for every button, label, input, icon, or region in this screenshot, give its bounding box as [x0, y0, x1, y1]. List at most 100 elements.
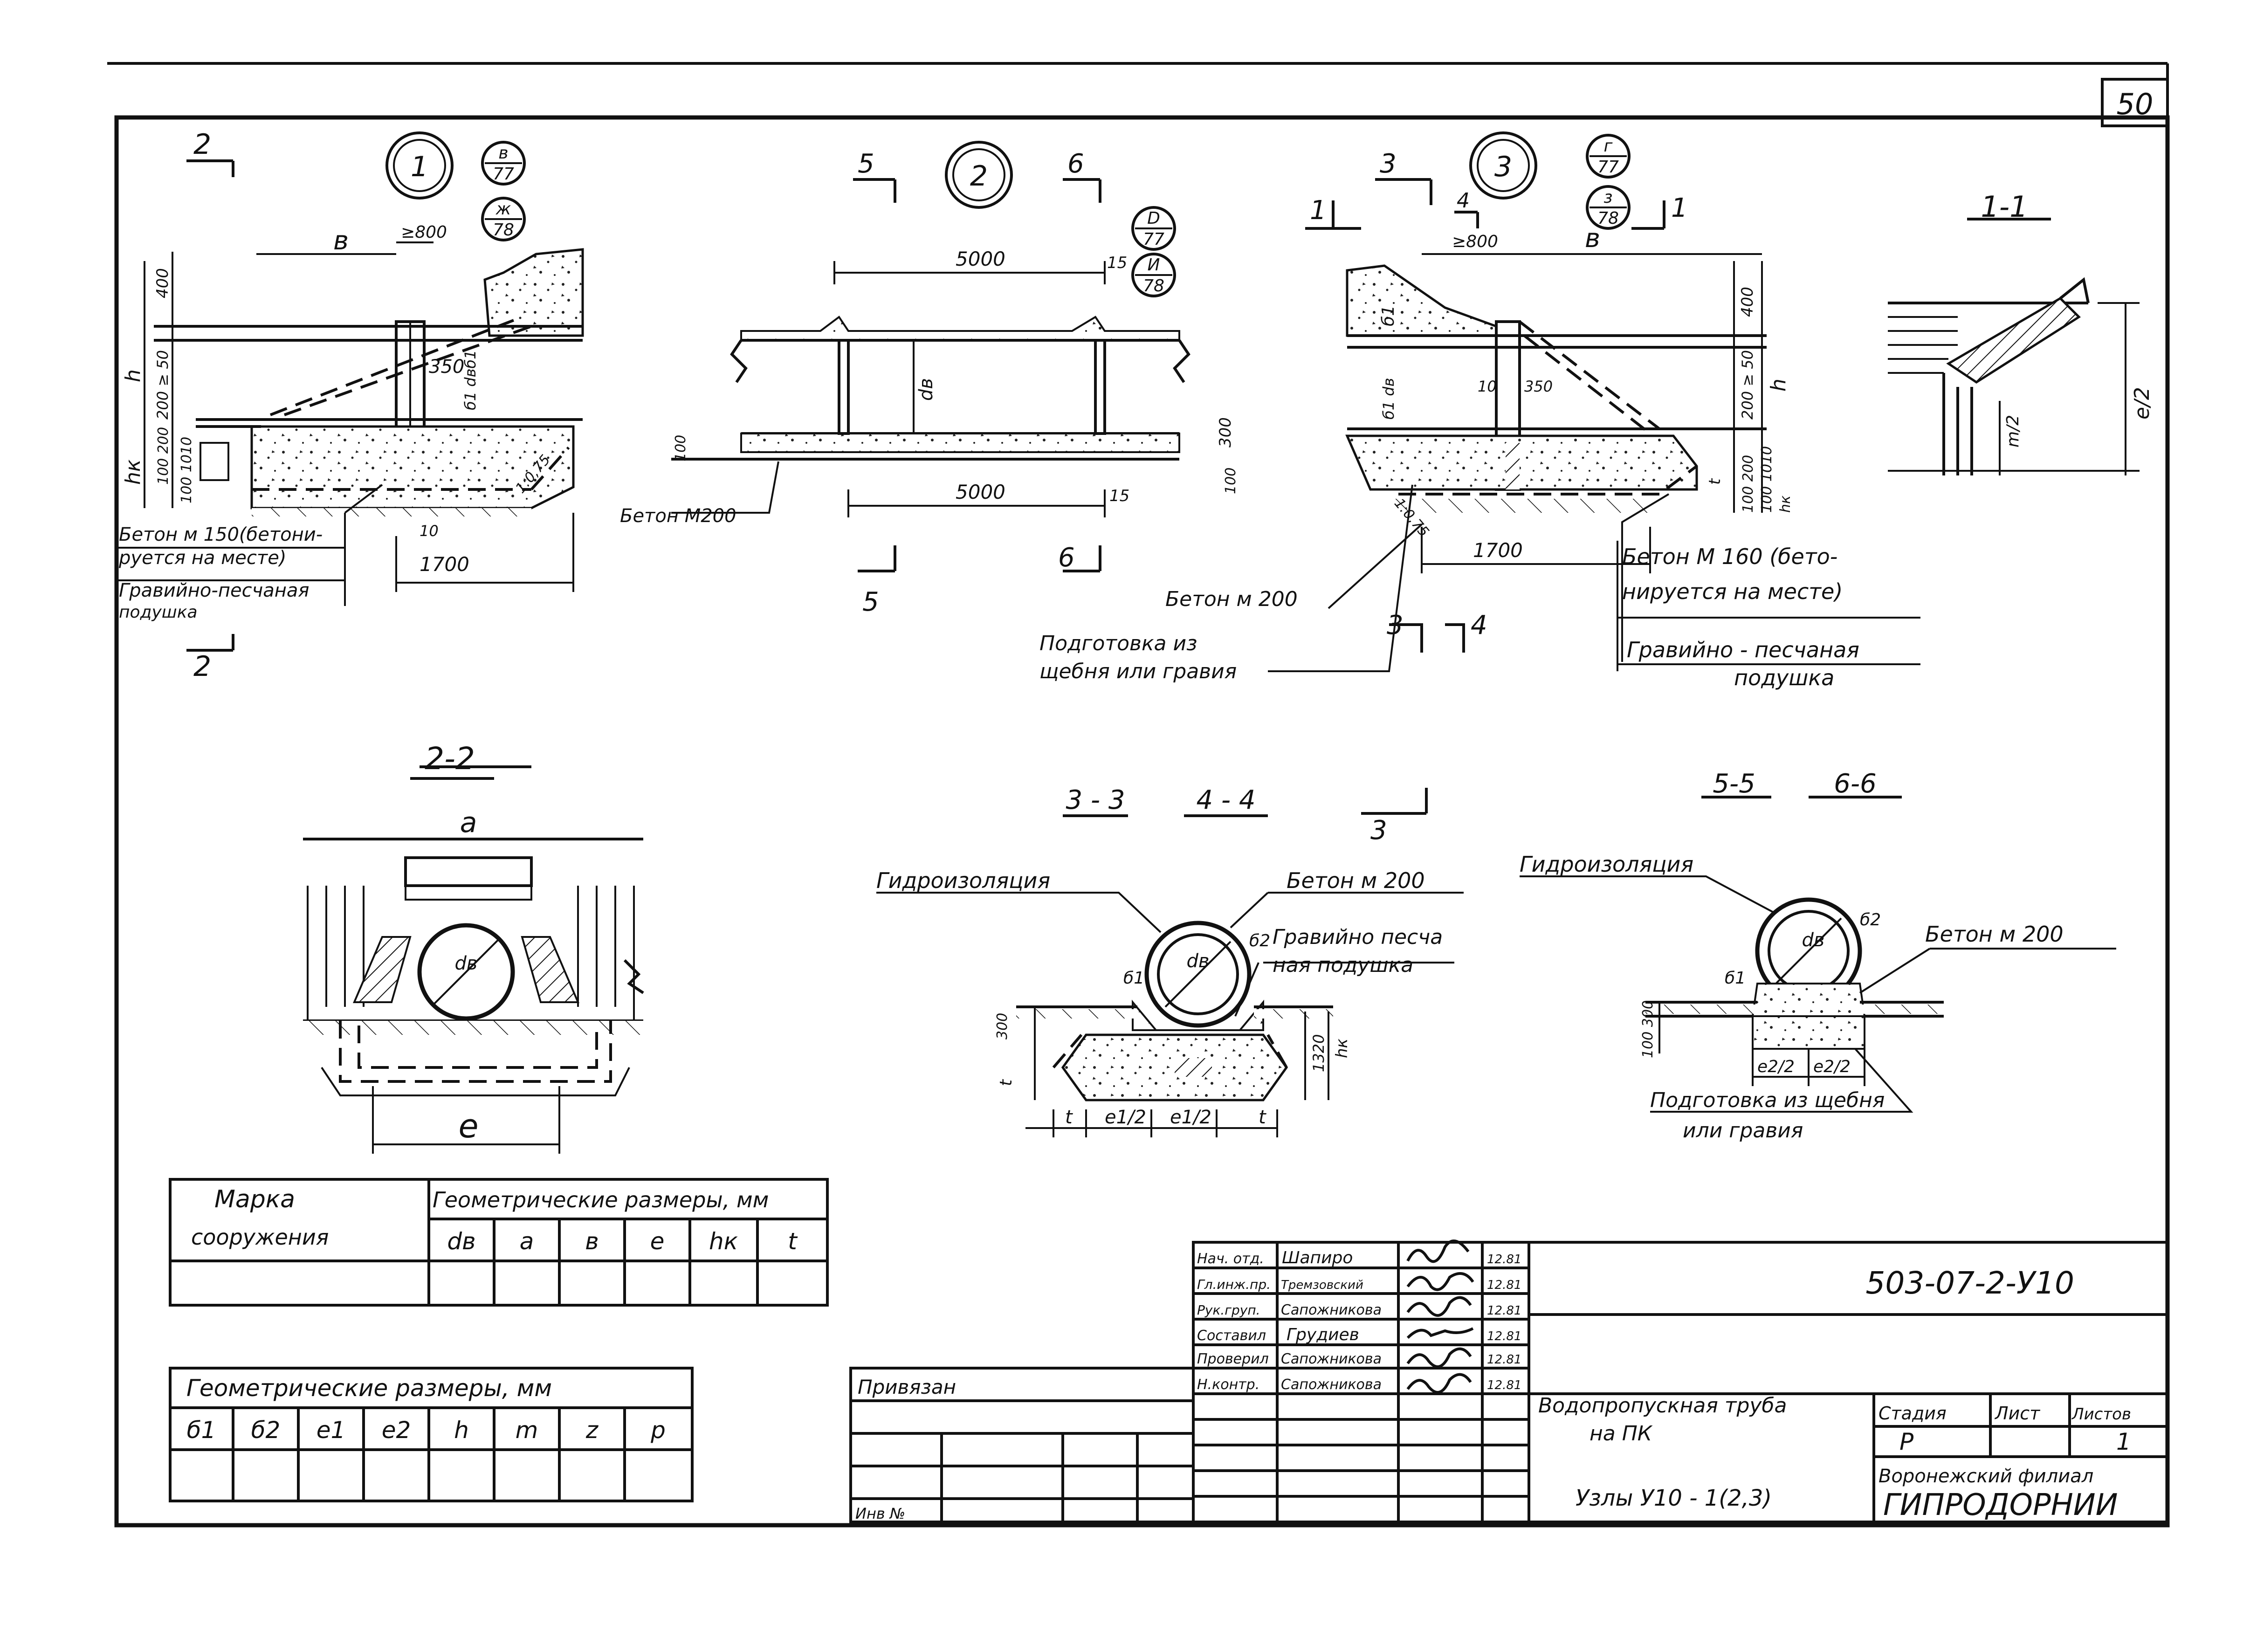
node-2-dim-5000-bottom: 5000 [956, 481, 1005, 503]
stamp-name-4: Грудиев [1287, 1325, 1359, 1344]
table-2-col-p: р [650, 1417, 666, 1444]
stamp-sheets-value: 1 [2116, 1428, 2131, 1455]
table-1-mark-label-2: сооружения [191, 1225, 329, 1250]
stamp-org-1: Воронежский филиал [1879, 1466, 2093, 1487]
node-1-note-1: Бетон м 150(бетони- [119, 524, 323, 545]
section-3-3-cut-mark: 3 [1370, 815, 1387, 846]
node-3-note-concrete: Бетон м 200 [1165, 587, 1298, 611]
stamp-subtitle: Узлы У10 - 1(2,3) [1576, 1485, 1772, 1511]
section-3-3-dim-1320: 1320 [1310, 1034, 1328, 1072]
node-3-ref-2-bottom: 78 [1597, 209, 1619, 228]
stamp-name-6: Сапожникова [1281, 1377, 1382, 1393]
section-3-3-dim-t-bottom-right: t [1259, 1107, 1266, 1128]
section-5-5-dim-e2-right: e2/2 [1813, 1057, 1851, 1076]
stamp-date-5: 12.81 [1487, 1353, 1521, 1367]
table-2-col-h: h [454, 1417, 469, 1444]
node-3-note-concrete-160-2: нируется на месте) [1622, 579, 1843, 604]
section-3-3-dim-t-bottom-left: t [1065, 1107, 1073, 1128]
node-2-drawing [671, 141, 1190, 572]
table-1-col-b: в [585, 1228, 599, 1255]
node-2-cut-5-bottom: 5 [862, 587, 879, 617]
section-1-1-title: 1-1 [1981, 190, 2028, 224]
stamp-name-3: Сапожникова [1281, 1302, 1382, 1318]
node-3-drawing [1268, 131, 1920, 672]
node-2-ref-1-bottom: 77 [1143, 230, 1164, 249]
section-4-4-title: 4 - 4 [1196, 785, 1255, 815]
node-3-cut-3-bottom: 3 [1387, 610, 1404, 640]
node-2-cut-6-bottom: 6 [1058, 543, 1075, 573]
node-1-dim-350: 350 [429, 356, 464, 378]
node-3-dim-100-1010: 100 1010 [1759, 446, 1775, 513]
section-2-2-dim-dv: dв [455, 953, 478, 974]
node-2-cut-6-top: 6 [1067, 149, 1084, 179]
node-2-number: 2 [970, 160, 988, 193]
stamp-title-2: на ПК [1590, 1422, 1653, 1446]
stamp-role-2: Гл.инж.пр. [1197, 1277, 1271, 1292]
node-3-note-prep-2: щебня или гравия [1039, 660, 1237, 683]
stamp-date-2: 12.81 [1487, 1278, 1521, 1292]
node-1-dim-1700: 1700 [420, 553, 469, 576]
node-1-dim-400: 400 [153, 268, 172, 298]
section-3-3-dim-e1-left: e1/2 [1105, 1107, 1146, 1128]
node-2-ref-2-bottom: 78 [1143, 276, 1164, 296]
table-1-grid [169, 1178, 829, 1307]
section-6-6-title: 6-6 [1834, 769, 1876, 799]
node-3-dim-b: в [1585, 223, 1600, 254]
table-1-col-t: t [788, 1228, 798, 1255]
node-3-cut-4-bottom: 4 [1471, 610, 1487, 640]
stamp-signatures [1406, 1239, 1474, 1394]
node-1-dim-b1: б1 dвб1 [461, 350, 479, 410]
node-3-dim-200: 200 ≥ 50 [1739, 350, 1756, 420]
stamp-name-2: Тремзовский [1281, 1278, 1363, 1292]
section-3-3-dim-300: 300 [994, 1013, 1011, 1039]
node-1-cut-top: 2 [193, 128, 211, 161]
title-block-grid [849, 1241, 2169, 1523]
node-2-dim-100-left: 100 [673, 435, 689, 461]
section-5-5-title: 5-5 [1713, 769, 1755, 799]
section-5-5-b1: б1 [1725, 969, 1746, 988]
node-1-cut-bottom: 2 [193, 650, 211, 683]
section-5-5-dim-e2-left: e2/2 [1757, 1057, 1795, 1076]
node-1-dim-b: в [333, 226, 349, 256]
node-1-ref-2-top: ж [495, 200, 511, 219]
table-1-col-e: e [650, 1228, 665, 1255]
node-3-number: 3 [1494, 151, 1512, 183]
stamp-inv: Инв № [855, 1505, 905, 1522]
node-2-cut-5-top: 5 [858, 149, 874, 179]
section-5-5-b2: б2 [1860, 910, 1881, 929]
section-3-3-dv: dв [1187, 950, 1210, 972]
node-2-dim-100-right: 100 [1223, 468, 1239, 494]
node-3-dim-t: t [1706, 478, 1724, 485]
node-1-dim-100-1010: 100 1010 [179, 437, 195, 503]
node-3-note-gravel-2: подушка [1734, 665, 1834, 690]
node-1-note-3: Гравийно-песчаная [119, 580, 309, 601]
stamp-role-4: Составил [1197, 1328, 1266, 1344]
section-5-5-prep-2: или гравия [1683, 1119, 1803, 1143]
section-3-3-gravel-1: Гравийно песча [1273, 925, 1443, 949]
node-3-dim-100-200: 100 200 [1740, 455, 1756, 513]
node-3-cut-1-left: 1 [1310, 195, 1327, 226]
stamp-title-1: Водопропускная труба [1538, 1394, 1787, 1418]
document-code: 503-07-2-У10 [1865, 1265, 2074, 1301]
section-5-5-dim-100-300: 100 300 [1640, 1000, 1656, 1058]
node-1-note-4: подушка [119, 603, 198, 622]
stamp-name-1: Шапиро [1282, 1248, 1353, 1267]
node-3-cut-4-top: 4 [1457, 189, 1470, 213]
stamp-stage-value: Р [1899, 1428, 1914, 1455]
section-5-5-concrete: Бетон м 200 [1925, 922, 2064, 947]
table-2-col-m: m [516, 1417, 538, 1444]
section-3-3-dim-t-left: t [997, 1079, 1016, 1086]
stamp-privyazan: Привязан [858, 1376, 956, 1398]
node-3-note-gravel-1: Гравийно - песчаная [1627, 637, 1859, 662]
node-3-dim-h: h [1767, 379, 1790, 392]
table-2-col-z: z [585, 1417, 599, 1444]
node-3-dim-1700: 1700 [1473, 539, 1523, 562]
section-5-5-drawing [1520, 796, 2116, 1113]
stamp-date-4: 12.81 [1487, 1329, 1521, 1343]
table-1-group-header: Геометрические размеры, мм [433, 1187, 769, 1212]
stamp-org-2: ГИПРОДОРНИИ [1883, 1488, 2118, 1522]
stamp-role-5: Проверил [1197, 1351, 1269, 1367]
node-1-ref-1-top: в [498, 144, 508, 163]
table-1-mark-label-1: Марка [214, 1185, 295, 1213]
